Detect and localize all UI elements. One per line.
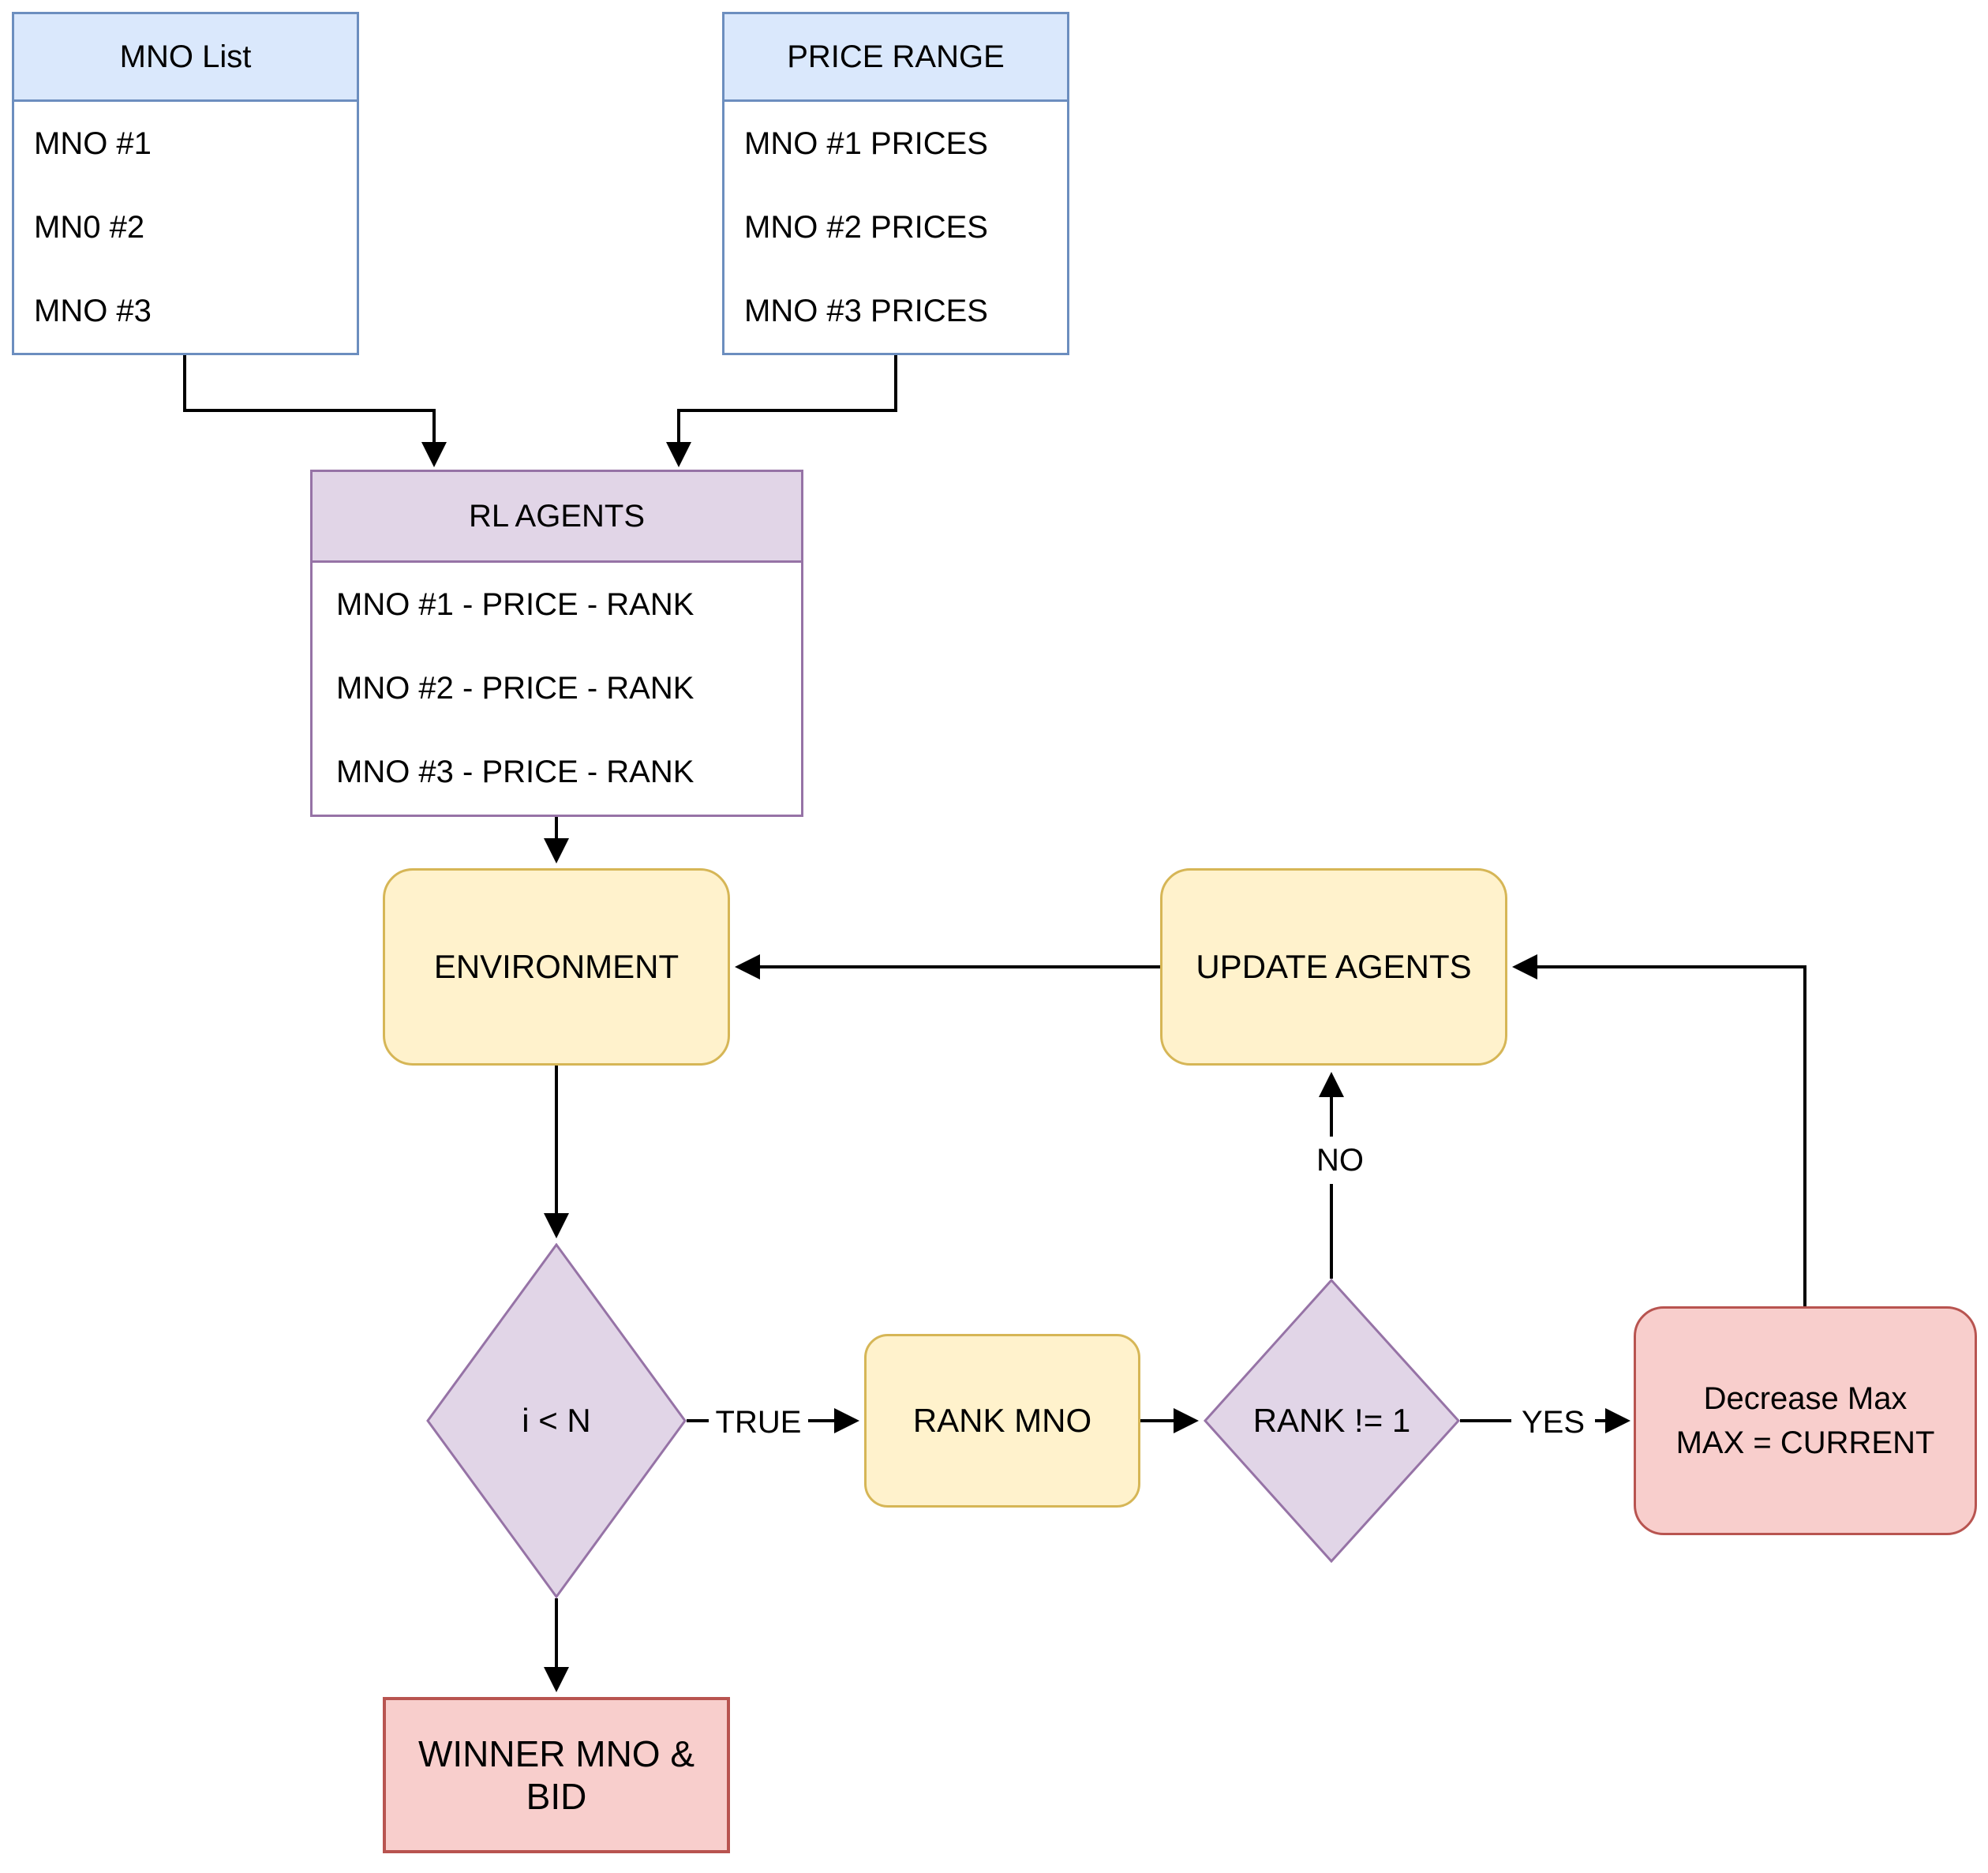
node-rank-not-1-label: RANK != 1	[1252, 1402, 1411, 1439]
price-range-item-1: MNO #1 PRICES	[744, 125, 988, 161]
mno-list-item-2: MN0 #2	[34, 209, 145, 245]
i-less-n-diamond-shape	[426, 1243, 687, 1598]
node-price-range: PRICE RANGE MNO #1 PRICES MNO #2 PRICES …	[722, 12, 1069, 355]
node-decrease-max-line1: Decrease Max	[1703, 1381, 1908, 1416]
rl-agents-item-3: MNO #3 - PRICE - RANK	[336, 755, 694, 790]
edge-label-true: TRUE	[709, 1399, 808, 1446]
price-range-item-2: MNO #2 PRICES	[744, 209, 988, 245]
node-price-range-title: PRICE RANGE	[724, 14, 1067, 102]
node-decrease-max: Decrease Max MAX = CURRENT	[1634, 1306, 1977, 1535]
node-winner: WINNER MNO & BID	[383, 1697, 730, 1853]
rl-agents-item-1: MNO #1 - PRICE - RANK	[336, 586, 694, 622]
node-rank-mno: RANK MNO	[864, 1334, 1140, 1508]
price-range-item-3: MNO #3 PRICES	[744, 293, 988, 328]
node-mno-list-body: MNO #1 MN0 #2 MNO #3	[14, 102, 357, 353]
node-decrease-max-line2: MAX = CURRENT	[1675, 1425, 1935, 1460]
node-mno-list: MNO List MNO #1 MN0 #2 MNO #3	[12, 12, 359, 355]
mno-list-item-1: MNO #1	[34, 125, 152, 161]
node-rl-agents-title: RL AGENTS	[313, 472, 801, 563]
node-environment: ENVIRONMENT	[383, 868, 730, 1066]
edge-decrease-max-to-update-agents	[1512, 954, 1806, 1306]
node-rl-agents-body: MNO #1 - PRICE - RANK MNO #2 - PRICE - R…	[313, 563, 801, 815]
edge-price-range-to-rl-agents	[666, 355, 897, 467]
edge-mno-list-to-rl-agents	[183, 355, 447, 467]
node-winner-label: WINNER MNO & BID	[417, 1733, 695, 1817]
node-price-range-body: MNO #1 PRICES MNO #2 PRICES MNO #3 PRICE…	[724, 102, 1067, 353]
edge-label-no: NO	[1304, 1137, 1376, 1184]
node-update-agents-label: UPDATE AGENTS	[1196, 948, 1472, 985]
node-update-agents: UPDATE AGENTS	[1160, 868, 1507, 1066]
mno-list-item-3: MNO #3	[34, 293, 152, 328]
edge-label-yes: YES	[1511, 1399, 1595, 1446]
node-i-less-n-label: i < N	[522, 1402, 591, 1439]
rank-not-1-diamond-shape	[1204, 1279, 1460, 1563]
rl-agents-item-2: MNO #2 - PRICE - RANK	[336, 670, 694, 706]
node-rank-not-1: RANK != 1	[1204, 1279, 1460, 1563]
node-i-less-n: i < N	[426, 1243, 687, 1598]
node-mno-list-title: MNO List	[14, 14, 357, 102]
node-rl-agents: RL AGENTS MNO #1 - PRICE - RANK MNO #2 -…	[310, 470, 803, 817]
node-rank-mno-label: RANK MNO	[912, 1402, 1092, 1439]
node-environment-label: ENVIRONMENT	[433, 948, 680, 985]
